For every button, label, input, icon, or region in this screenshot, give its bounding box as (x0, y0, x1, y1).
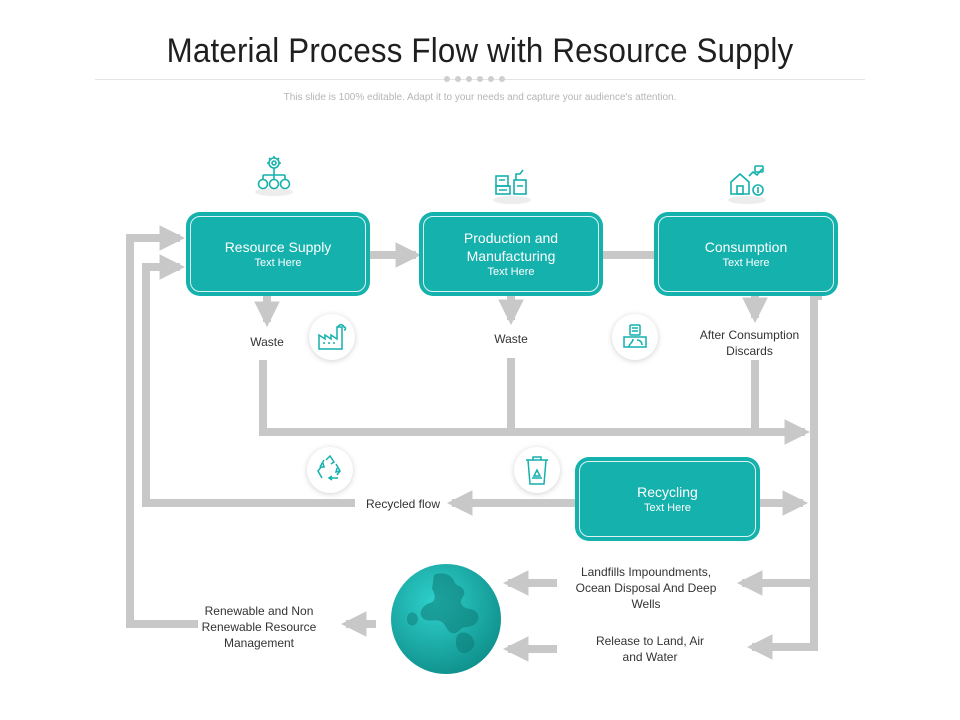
recycle-icon (307, 447, 353, 493)
factory-icon (309, 314, 355, 360)
recycling-text: Text Here (643, 502, 692, 514)
page-subtitle: This slide is 100% editable. Adapt it to… (283, 92, 677, 103)
resource-supply-text: Text Here (254, 257, 302, 269)
arrow-renewable-loop (126, 225, 198, 628)
resource-supply-box: Resource Supply Text Here (186, 212, 370, 296)
waste-collection-line (259, 360, 811, 445)
recycle-bin-icon (514, 447, 560, 493)
renewable-label: Renewable and Non Renewable Resource Man… (201, 604, 317, 650)
release-label: Release to Land, Air and Water (595, 634, 705, 664)
arrow-recycled-loop (142, 254, 355, 507)
production-title: Production and Manufacturing (463, 230, 559, 264)
globe-icon (390, 563, 502, 675)
resource-supply-title: Resource Supply (224, 239, 332, 255)
production-text: Text Here (487, 266, 535, 278)
recycling-title: Recycling (637, 484, 698, 500)
recycling-box: Recycling Text Here (575, 457, 760, 541)
divider-dots (444, 76, 505, 82)
gear-money-icon (249, 152, 299, 196)
consumption-box: Consumption Text Here (654, 212, 838, 296)
recycled-flow-label: Recycled flow (365, 497, 441, 511)
waste-label-2: Waste (494, 332, 528, 346)
right-trunk (746, 292, 822, 660)
after-consumption-label: After Consumption Discards (699, 328, 800, 358)
consumption-title: Consumption (704, 239, 788, 255)
factory-machines-icon (487, 160, 537, 204)
landfills-label: Landfills Impoundments, Ocean Disposal A… (575, 565, 717, 611)
house-store-icon (722, 160, 772, 204)
waste-bag-icon (612, 314, 658, 360)
page-title: Material Process Flow with Resource Supp… (166, 32, 794, 70)
consumption-text: Text Here (722, 257, 770, 269)
waste-label-1: Waste (250, 335, 284, 349)
production-box: Production and Manufacturing Text Here (419, 212, 603, 296)
